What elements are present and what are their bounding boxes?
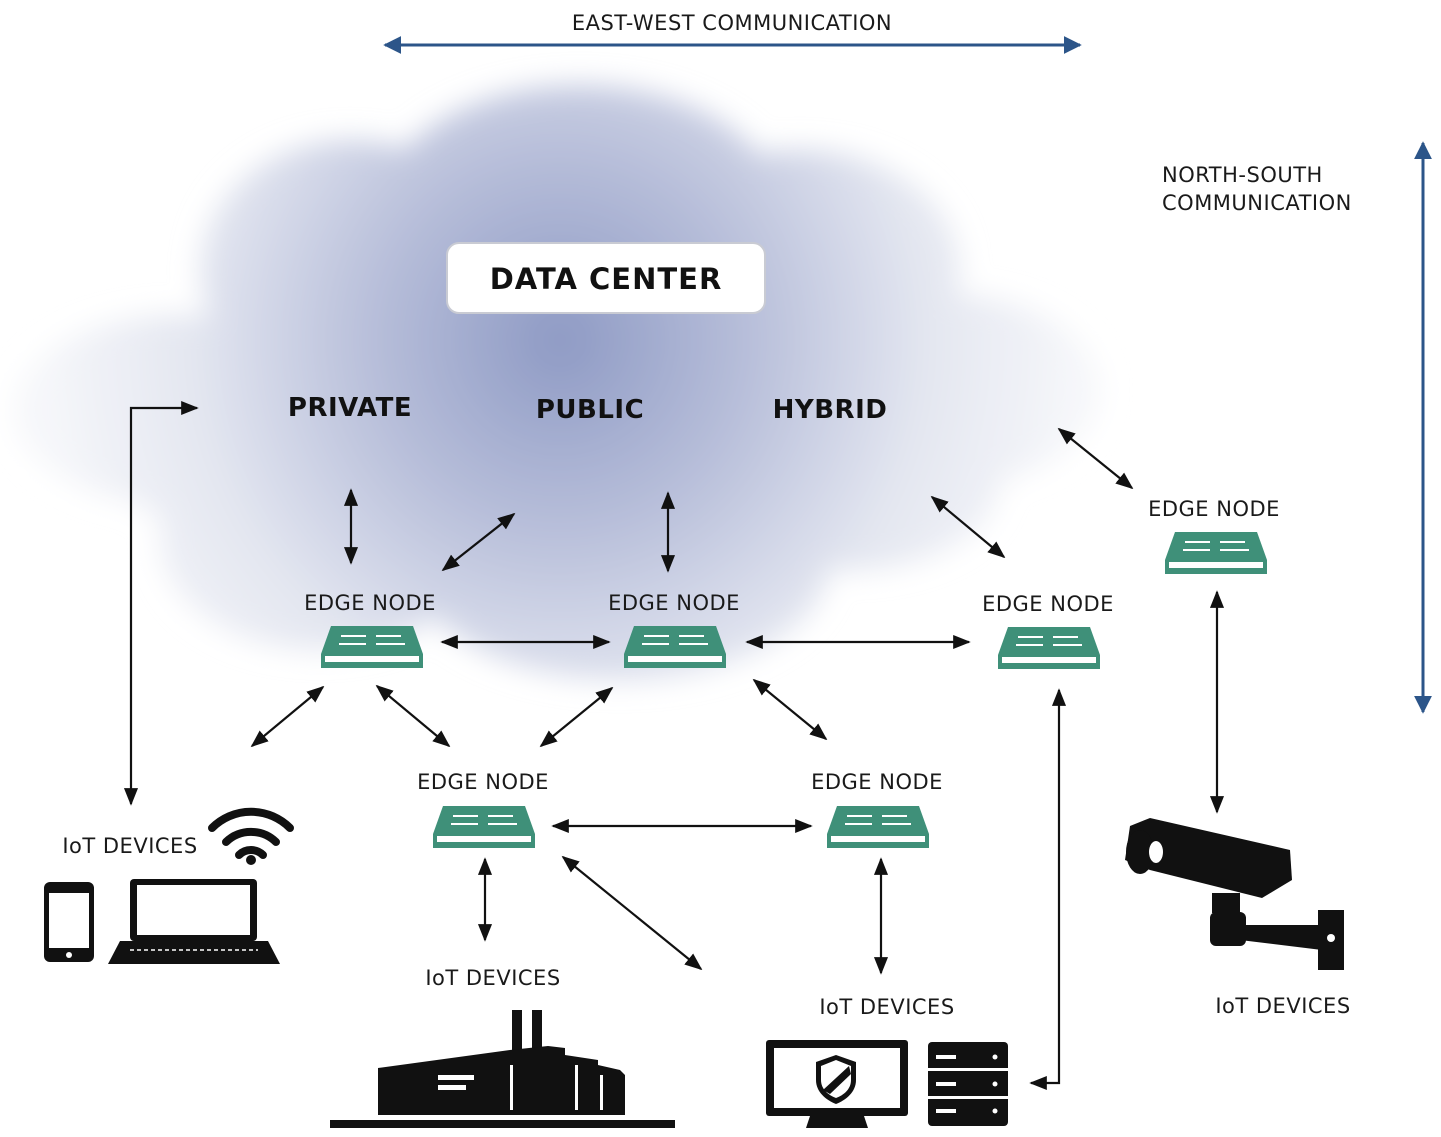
router-icon	[623, 625, 727, 669]
laptop-icon	[108, 879, 280, 964]
north-south-label-line2: COMMUNICATION	[1162, 191, 1352, 215]
north-south-label-line1: NORTH-SOUTH	[1162, 163, 1323, 187]
cloud-shape	[15, 85, 1100, 680]
data-center-label: DATA CENTER	[490, 262, 723, 296]
cloud-type-private: PRIVATE	[288, 393, 412, 423]
edge-node-label-2: EDGE NODE	[608, 591, 740, 615]
cloud-type-public: PUBLIC	[536, 395, 644, 425]
router-icon	[826, 805, 930, 849]
edge-node-label-5: EDGE NODE	[417, 770, 549, 794]
iot-devices-label-4: IoT DEVICES	[1215, 994, 1350, 1018]
edge-node-label-1: EDGE NODE	[304, 591, 436, 615]
monitor-shield-icon	[766, 1040, 908, 1128]
smartphone-icon	[44, 882, 94, 962]
cloud-type-hybrid: HYBRID	[773, 395, 888, 425]
data-center-box	[446, 242, 766, 314]
east-west-label: EAST-WEST COMMUNICATION	[572, 11, 892, 35]
router-icon	[1164, 531, 1268, 575]
server-icon	[928, 1042, 1008, 1126]
connection-arrows	[123, 400, 1225, 1091]
wifi-icon	[208, 807, 294, 865]
router-icon	[432, 805, 536, 849]
iot-devices-label-1: IoT DEVICES	[62, 834, 197, 858]
router-icon	[997, 626, 1101, 670]
edge-node-label-4: EDGE NODE	[1148, 497, 1280, 521]
security-camera-icon	[1125, 818, 1344, 970]
iot-devices-label-3: IoT DEVICES	[819, 995, 954, 1019]
factory-icon	[330, 1010, 675, 1128]
edge-node-label-3: EDGE NODE	[982, 592, 1114, 616]
iot-devices-label-2: IoT DEVICES	[425, 966, 560, 990]
edge-node-label-6: EDGE NODE	[811, 770, 943, 794]
router-icon	[320, 625, 424, 669]
